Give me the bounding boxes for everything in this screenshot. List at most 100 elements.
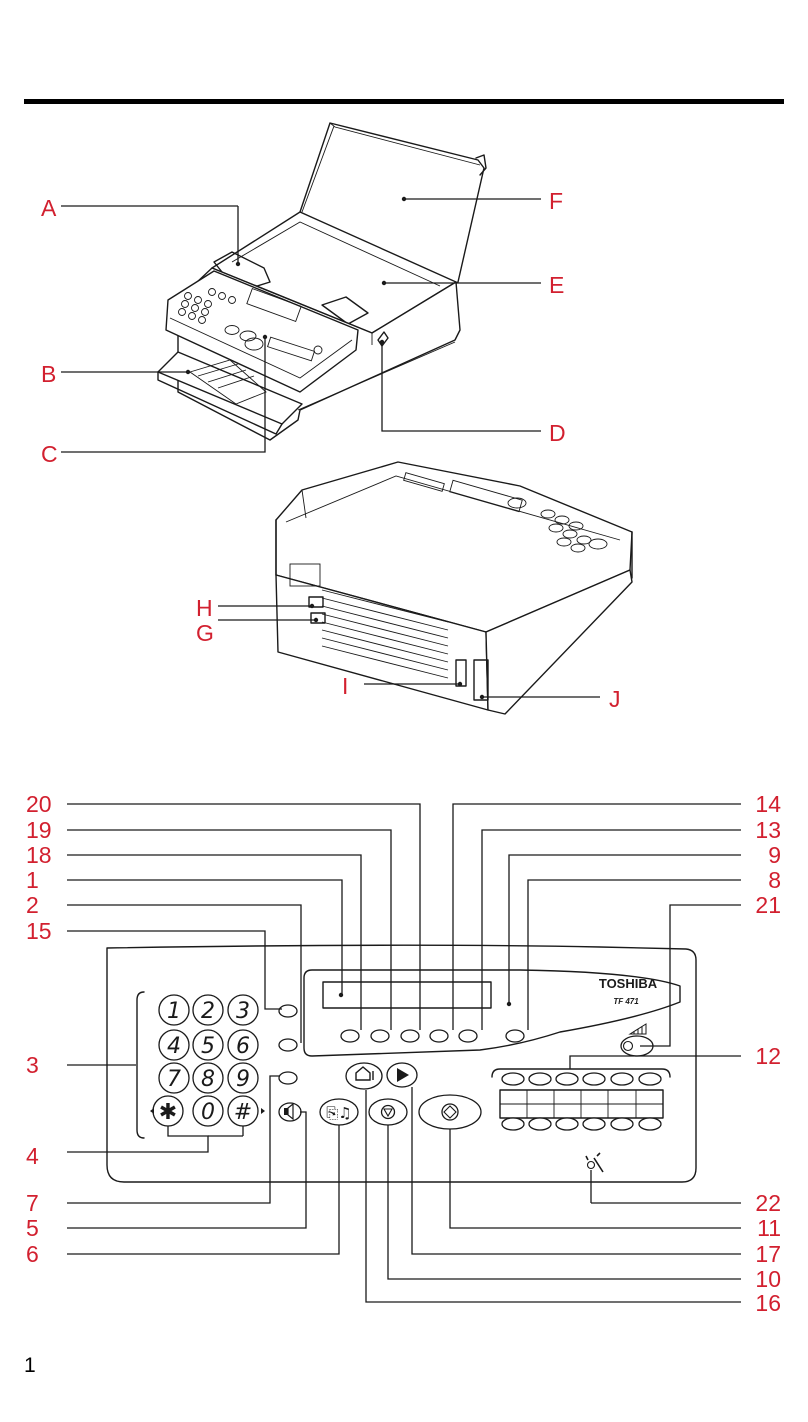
key-5[interactable] — [192, 1029, 224, 1061]
one-touch-keys — [491, 1068, 671, 1131]
key-7[interactable] — [158, 1062, 190, 1094]
home-tel-icon — [355, 1066, 374, 1081]
level-button[interactable] — [620, 1023, 654, 1057]
key-8[interactable] — [192, 1062, 224, 1094]
callout-13: 13 — [755, 817, 781, 843]
key-star-label: ✱ — [159, 1100, 177, 1125]
callout-H: H — [196, 595, 213, 621]
one-touch-11[interactable] — [610, 1117, 634, 1131]
one-touch-3[interactable] — [555, 1072, 579, 1086]
one-touch-4[interactable] — [582, 1072, 606, 1086]
fax-control-panel — [165, 270, 359, 393]
one-touch-9[interactable] — [555, 1117, 579, 1131]
key-7-label: 7 — [167, 1067, 181, 1092]
callout-J: J — [609, 686, 621, 712]
one-touch-2[interactable] — [528, 1072, 552, 1086]
power-socket — [455, 659, 467, 687]
home-tel-button[interactable] — [345, 1062, 383, 1090]
alarm-icon — [585, 1152, 604, 1173]
button-7[interactable] — [278, 1071, 298, 1085]
one-touch-7[interactable] — [501, 1117, 525, 1131]
jack-g — [310, 612, 326, 624]
alarm-indicator — [585, 1152, 604, 1173]
top-rule — [24, 99, 784, 104]
callout-I: I — [342, 673, 348, 699]
button-13[interactable] — [458, 1029, 478, 1043]
start-button[interactable] — [418, 1094, 482, 1130]
panel-callouts-left: 20 19 18 1 2 15 3 4 7 5 6 — [26, 791, 52, 1267]
one-touch-12[interactable] — [638, 1117, 662, 1131]
callout-7: 7 — [26, 1190, 39, 1216]
panel-outline — [106, 944, 697, 1183]
play-icon — [397, 1068, 409, 1082]
one-touch-5[interactable] — [610, 1072, 634, 1086]
callout-16: 16 — [755, 1290, 781, 1316]
callout-15: 15 — [26, 918, 52, 944]
callout-11: 11 — [757, 1215, 781, 1241]
callout-F: F — [549, 188, 563, 214]
level-icon — [628, 1023, 647, 1035]
stop-icon — [380, 1104, 396, 1120]
key-3-label: 3 — [236, 999, 250, 1024]
brand-logo: TOSHIBA — [599, 976, 658, 991]
callout-A: A — [41, 195, 57, 221]
callout-17: 17 — [755, 1241, 781, 1267]
callout-14: 14 — [755, 791, 781, 817]
panel-leaders — [67, 803, 741, 1303]
key-4[interactable] — [158, 1029, 190, 1061]
key-6[interactable] — [227, 1029, 259, 1061]
button-18[interactable] — [340, 1029, 360, 1043]
key-0-label: 0 — [201, 1100, 215, 1125]
speaker-icon — [284, 1102, 294, 1121]
copy-voice-button[interactable]: ⎘♫ — [319, 1098, 359, 1126]
numeric-keypad: 1 2 3 4 5 6 7 8 9 ✱ 0 # — [150, 994, 265, 1127]
callout-C: C — [41, 441, 58, 467]
callout-9: 9 — [768, 842, 781, 868]
fax-front-illustration — [157, 122, 487, 441]
speaker-button[interactable] — [278, 1102, 302, 1122]
key-6-label: 6 — [236, 1034, 250, 1059]
lcd-screen — [322, 981, 492, 1009]
one-touch-8[interactable] — [528, 1117, 552, 1131]
callout-22: 22 — [755, 1190, 781, 1216]
stop-button[interactable] — [368, 1098, 408, 1126]
callout-E: E — [549, 272, 564, 298]
copy-voice-icon: ⎘♫ — [326, 1104, 351, 1122]
callout-G: G — [196, 620, 214, 646]
button-19[interactable] — [370, 1029, 390, 1043]
key-2-label: 2 — [201, 999, 215, 1024]
button-8[interactable] — [505, 1029, 525, 1043]
one-touch-10[interactable] — [582, 1117, 606, 1131]
button-14[interactable] — [429, 1029, 449, 1043]
figure1-callouts: A B C D E F — [41, 188, 566, 467]
key-9[interactable] — [227, 1062, 259, 1094]
key-5-label: 5 — [201, 1034, 215, 1059]
key-8-label: 8 — [201, 1067, 215, 1092]
button-20[interactable] — [400, 1029, 420, 1043]
key-0[interactable] — [192, 1095, 224, 1127]
control-panel-diagram: TOSHIBA TF 471 1 — [106, 944, 697, 1183]
button-2[interactable] — [278, 1038, 298, 1052]
callout-5: 5 — [26, 1215, 39, 1241]
key-4-label: 4 — [167, 1034, 181, 1059]
one-touch-1[interactable] — [501, 1072, 525, 1086]
figure2-callouts: H G I J — [196, 595, 621, 712]
play-button[interactable] — [386, 1062, 418, 1088]
fax-rear-illustration — [275, 461, 633, 715]
key-2[interactable] — [192, 994, 224, 1026]
page-number: 1 — [24, 1354, 36, 1377]
callout-4: 4 — [26, 1143, 39, 1169]
key-3[interactable] — [227, 994, 259, 1026]
button-15[interactable] — [278, 1004, 298, 1018]
jack-h — [308, 596, 324, 608]
key-1[interactable] — [158, 994, 190, 1026]
callout-2: 2 — [26, 892, 39, 918]
callout-20: 20 — [26, 791, 52, 817]
one-touch-6[interactable] — [638, 1072, 662, 1086]
callout-3: 3 — [26, 1052, 39, 1078]
callout-21: 21 — [755, 892, 781, 918]
start-icon — [441, 1103, 459, 1121]
callout-B: B — [41, 361, 56, 387]
callout-6: 6 — [26, 1241, 39, 1267]
